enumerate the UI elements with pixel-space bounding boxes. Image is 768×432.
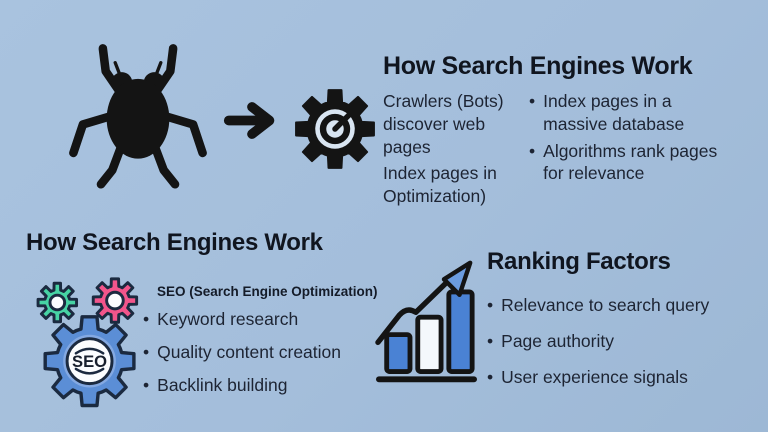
ranking-title: Ranking Factors <box>487 248 671 275</box>
column-two: • Index pages in a massive database • Al… <box>529 90 761 212</box>
column-one: Crawlers (Bots) discover web pages Index… <box>383 90 529 212</box>
seo-gears-icon: SEO <box>36 277 139 408</box>
list-item: • Relevance to search query <box>487 295 710 315</box>
list-item: Crawlers (Bots) discover web pages <box>383 91 504 157</box>
section-title: How Search Engines Work <box>383 52 693 80</box>
list-item: • Index pages in a massive database <box>529 91 685 134</box>
ranking-bullet-list: • Relevance to search query • Page autho… <box>487 294 757 388</box>
list-item: • Keyword research <box>143 309 299 329</box>
bullet-dot: • <box>487 366 494 387</box>
bullet-dot: • <box>529 140 536 161</box>
spider-crawler-icon <box>69 44 207 189</box>
list-item: • Backlink building <box>143 374 288 395</box>
two-column-list: Crawlers (Bots) discover web pages Index… <box>383 90 761 212</box>
bullet-dot: • <box>529 91 536 111</box>
bullet-dot: • <box>143 309 150 329</box>
growth-chart-icon <box>375 260 477 383</box>
list-item: • Quality content creation <box>143 341 341 362</box>
seo-bullet-list: • Keyword research • Quality content cre… <box>143 308 378 396</box>
bullet-dot: • <box>143 341 150 362</box>
seo-subtitle: SEO (Search Engine Optimization) <box>157 284 378 299</box>
right-arrow-icon <box>223 102 275 139</box>
ranking-factors-section: Ranking Factors • Relevance to search qu… <box>487 248 757 401</box>
crawling-indexing-section: How Search Engines Work Crawlers (Bots) … <box>383 52 761 212</box>
bullet-dot: • <box>487 295 494 315</box>
list-item: • Page authority <box>487 330 614 351</box>
seo-icon-label: SEO <box>72 352 107 371</box>
seo-details: SEO (Search Engine Optimization) • Keywo… <box>143 284 378 406</box>
bullet-dot: • <box>143 374 150 395</box>
list-item: • Algorithms rank pages for relevance <box>529 140 718 184</box>
list-item: Index pages in Optimization) <box>383 163 497 206</box>
list-item: • User experience signals <box>487 366 688 387</box>
bullet-dot: • <box>487 330 494 351</box>
seo-section-title: How Search Engines Work <box>26 229 323 256</box>
optimization-gear-icon <box>295 89 375 169</box>
